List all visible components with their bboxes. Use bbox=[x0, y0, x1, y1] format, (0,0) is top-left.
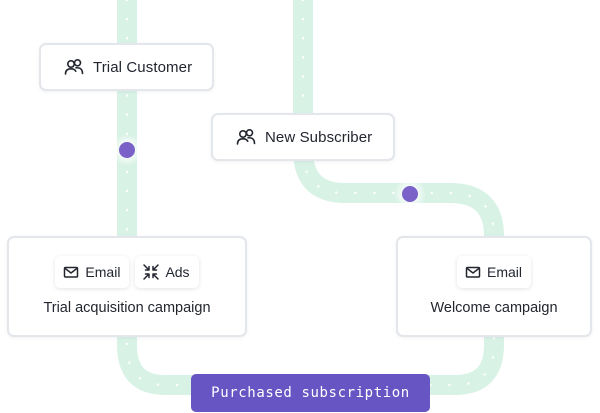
new-subscriber-label: New Subscriber bbox=[265, 128, 373, 146]
purchased-subscription-badge[interactable]: Purchased subscription bbox=[191, 374, 430, 412]
channel-chip-email[interactable]: Email bbox=[456, 256, 531, 288]
mail-icon bbox=[62, 263, 80, 281]
flow-marker-right bbox=[394, 178, 426, 210]
campaign-title: Welcome campaign bbox=[430, 300, 558, 316]
flow-marker-left bbox=[111, 134, 143, 166]
channel-chip-label: Ads bbox=[165, 264, 190, 280]
users-icon bbox=[235, 126, 257, 148]
channel-chips: Email Ads bbox=[9, 256, 245, 288]
trial-acquisition-campaign-card[interactable]: Email Ads Trial acquisition campaign bbox=[7, 236, 247, 337]
track-left bbox=[117, 0, 207, 395]
campaign-title: Trial acquisition campaign bbox=[43, 300, 211, 316]
channel-chip-ads[interactable]: Ads bbox=[135, 256, 199, 288]
trial-customer-node[interactable]: Trial Customer bbox=[39, 43, 214, 91]
channel-chip-label: Email bbox=[486, 264, 522, 280]
trial-customer-label: Trial Customer bbox=[93, 58, 193, 76]
purchased-subscription-label: Purchased subscription bbox=[211, 385, 410, 401]
welcome-campaign-card[interactable]: Email Welcome campaign bbox=[396, 236, 592, 337]
channel-chip-email[interactable]: Email bbox=[55, 256, 130, 288]
track-right bbox=[293, 0, 504, 395]
mail-icon bbox=[464, 263, 482, 281]
users-icon bbox=[63, 56, 85, 78]
new-subscriber-node[interactable]: New Subscriber bbox=[211, 113, 395, 161]
channel-chip-label: Email bbox=[85, 264, 121, 280]
shrink-arrows-icon bbox=[142, 263, 160, 281]
channel-chips: Email bbox=[398, 256, 590, 288]
